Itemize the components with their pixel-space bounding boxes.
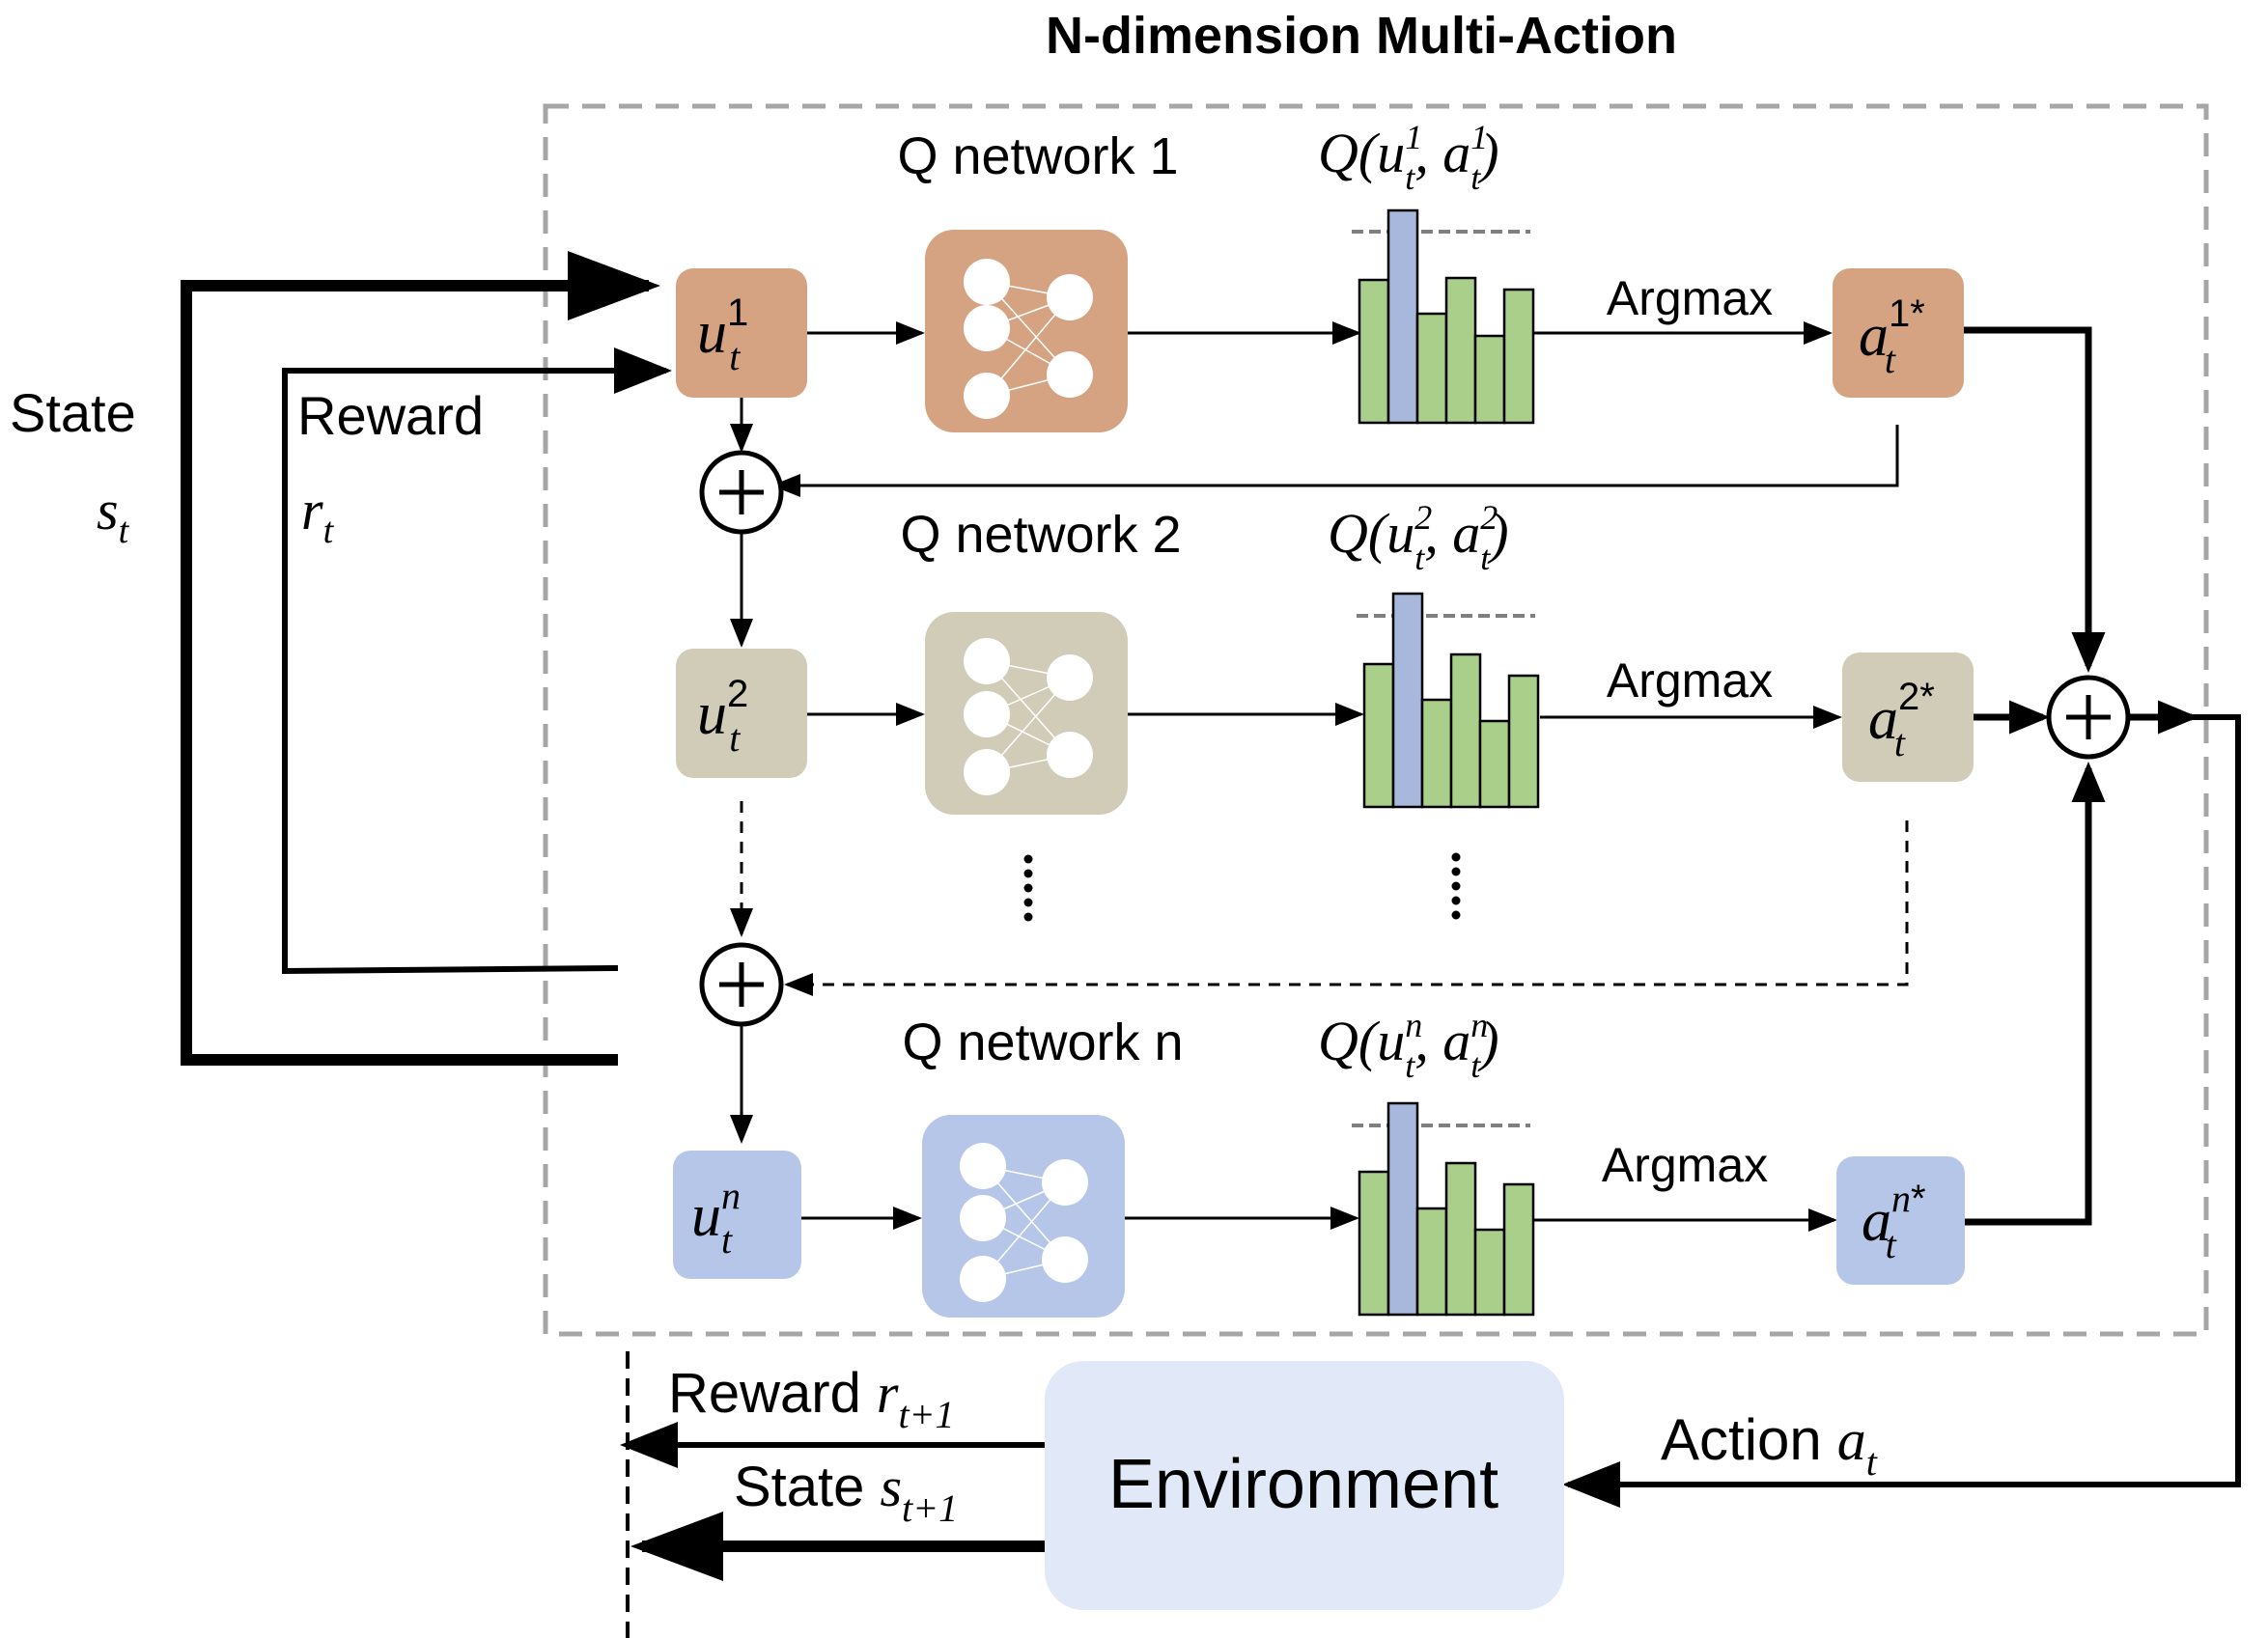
q-network-n-icon <box>922 1115 1125 1318</box>
reward-feedback-line <box>282 347 672 975</box>
diagram-title: N-dimension Multi-Action <box>1046 7 1677 65</box>
argmax-n-label: Argmax <box>1602 1138 1768 1192</box>
q-histogram-1 <box>1352 208 1535 425</box>
argmax-2-label: Argmax <box>1607 653 1773 708</box>
left-state-label: State <box>10 382 136 443</box>
an-node: an*t <box>1836 1156 1965 1285</box>
q-network-2-icon <box>925 612 1128 815</box>
argmax-1-label: Argmax <box>1607 271 1773 325</box>
q-network-2-label: Q network 2 <box>900 506 1181 564</box>
q-network-1-label: Q network 1 <box>897 127 1178 185</box>
svg-text:a1*t: a1*t <box>1859 292 1925 381</box>
left-reward-label: Reward <box>297 385 484 446</box>
q-histogram-2 <box>1357 592 1540 809</box>
a2-feedback-dashed <box>784 820 1909 996</box>
svg-text:u2t: u2t <box>697 673 748 760</box>
q-network-1-icon <box>925 230 1128 432</box>
plus-node-1 <box>699 450 784 535</box>
an-to-sum-line <box>1965 762 2106 1226</box>
environment-label: Environment <box>1108 1446 1498 1523</box>
svg-text:unt: unt <box>691 1174 741 1262</box>
left-state-symbol: st <box>97 479 130 551</box>
a1-feedback-line <box>771 425 1899 497</box>
svg-text:an*t: an*t <box>1862 1177 1926 1266</box>
q-histogram-n <box>1352 1101 1535 1317</box>
a2-node: a2*t <box>1842 652 1974 782</box>
a1-node: a1*t <box>1833 268 1964 398</box>
a1-to-sum-line <box>1964 326 2106 673</box>
environment-box: Environment <box>1045 1361 1564 1610</box>
sum-node <box>2046 675 2131 760</box>
plus-node-2 <box>699 942 784 1027</box>
vertical-ellipsis-histogram <box>1451 852 1461 920</box>
left-reward-symbol: rt <box>301 479 335 551</box>
svg-text:a2*t: a2*t <box>1868 676 1935 764</box>
state-feedback-line <box>181 251 660 1066</box>
action-output-line <box>1562 714 2241 1508</box>
q-network-n-label: Q network n <box>902 1013 1183 1071</box>
vertical-ellipsis-network <box>1023 854 1033 922</box>
svg-text:u1t: u1t <box>697 292 748 378</box>
